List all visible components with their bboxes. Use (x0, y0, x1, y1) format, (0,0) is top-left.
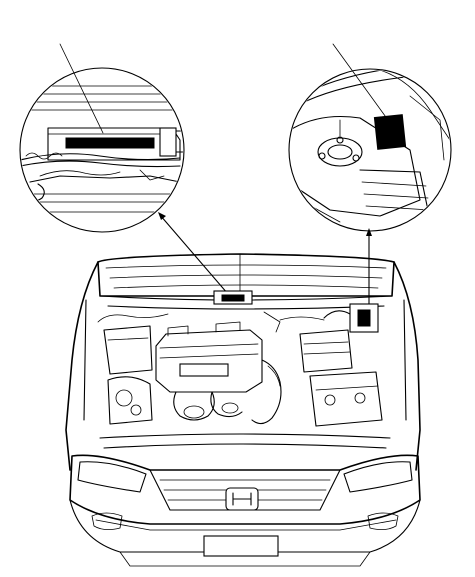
left-fender (65, 261, 99, 471)
right-fender (393, 261, 421, 471)
left-detail-circle (19, 67, 185, 233)
battery-box (309, 371, 383, 427)
left-label-plate (65, 137, 155, 149)
right-detail-callout (288, 43, 452, 317)
car-right-label (357, 309, 371, 327)
left-headlight (77, 461, 147, 493)
car-front-view (65, 253, 421, 567)
left-detail-content (21, 85, 183, 213)
right-label-plate (373, 114, 407, 150)
raised-hood (97, 253, 395, 297)
right-leader-line (332, 43, 389, 121)
intake-hose (251, 359, 282, 425)
radiator-support (99, 433, 391, 439)
engine-cover (155, 329, 263, 393)
right-detail-circle (288, 68, 452, 232)
left-arrowhead (158, 212, 166, 220)
right-arrowhead (366, 228, 372, 236)
license-plate (203, 535, 279, 557)
engine-badge (179, 363, 229, 377)
right-detail-content (290, 70, 450, 223)
right-headlight (343, 461, 413, 493)
left-component-box (103, 325, 153, 375)
left-detail-callout (19, 43, 229, 295)
left-leader-line (59, 43, 104, 134)
air-cleaner-box (299, 329, 353, 373)
